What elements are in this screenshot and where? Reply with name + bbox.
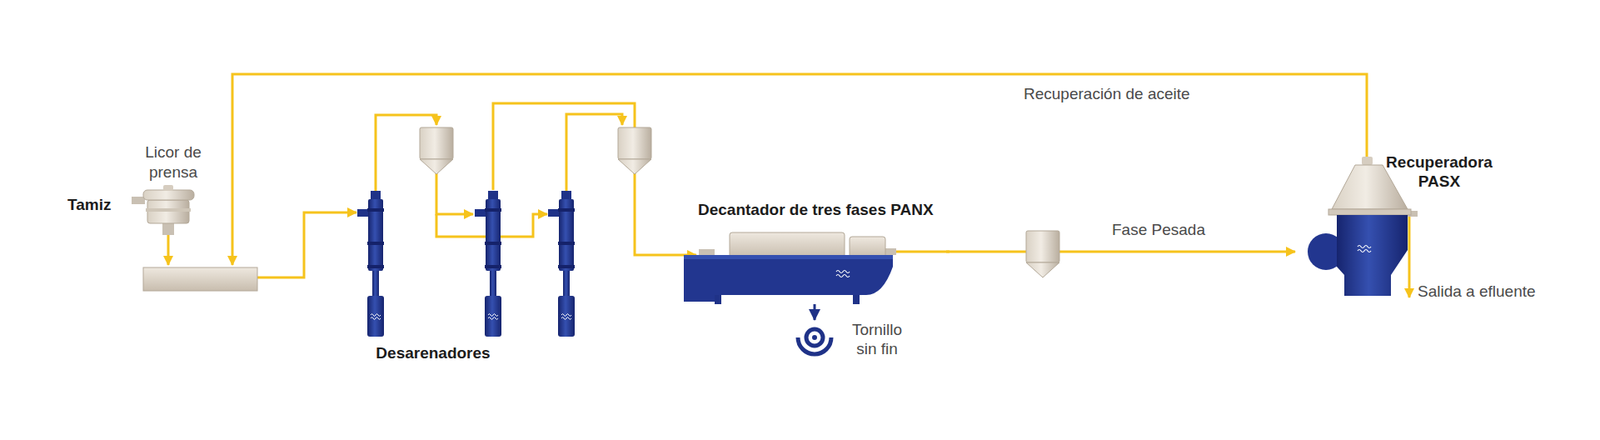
feed-label: Licor de prensa bbox=[123, 142, 224, 183]
equipment-name: Desarenadores bbox=[353, 343, 513, 363]
decanter-cover bbox=[729, 232, 845, 258]
logo-wave bbox=[836, 270, 850, 278]
sieve bbox=[131, 184, 195, 235]
decanter-motor-cover bbox=[849, 236, 886, 258]
desander bbox=[357, 190, 384, 337]
oil-return-pipe bbox=[232, 74, 1367, 265]
equipment-name: Recuperadora PASX bbox=[1385, 152, 1494, 191]
screw-shaft bbox=[812, 334, 818, 340]
separator-band bbox=[1328, 209, 1411, 215]
flow-label: Fase Pesada bbox=[1111, 219, 1206, 240]
outlet-label: Salida a efluente bbox=[1417, 281, 1536, 302]
buffer-tank bbox=[419, 127, 454, 175]
decanter-rim bbox=[683, 254, 893, 260]
equipment-name: Decantador de tres fases PANX bbox=[697, 199, 934, 220]
sieve-node: Tamiz bbox=[64, 184, 203, 237]
pipe bbox=[257, 212, 357, 278]
separator-hood bbox=[1331, 164, 1408, 210]
equipment-name: Tornillo sin fin bbox=[841, 319, 913, 359]
pipe bbox=[167, 234, 170, 265]
equipment-name: Tamiz bbox=[67, 194, 111, 215]
sieve-inlet bbox=[131, 196, 145, 205]
desander bbox=[474, 190, 502, 337]
sieve-knob bbox=[163, 184, 174, 191]
screw-ring bbox=[806, 328, 823, 346]
screw-conveyor-symbol bbox=[797, 328, 832, 354]
collection-tank bbox=[143, 267, 258, 291]
separator bbox=[1307, 156, 1418, 296]
separator-top bbox=[1361, 156, 1373, 165]
screw-conveyor-node: Tornillo sin fin bbox=[792, 319, 917, 365]
desander bbox=[548, 190, 575, 337]
separator-frame bbox=[1336, 214, 1408, 296]
decanter-base bbox=[683, 254, 893, 302]
desander-group: Desarenadores bbox=[353, 189, 516, 367]
pipe bbox=[895, 250, 950, 254]
flow-connector bbox=[493, 103, 697, 255]
flow-connector bbox=[946, 250, 1296, 254]
buffer-tank bbox=[618, 127, 652, 175]
decanter-node: Decantador de tres fases PANX bbox=[696, 198, 947, 305]
decanter bbox=[683, 232, 897, 305]
sieve-lid bbox=[143, 189, 195, 200]
flow-label: Recuperación de aceite bbox=[1023, 84, 1191, 105]
separator-node: Recuperadora PASX bbox=[1295, 149, 1500, 302]
pipe bbox=[436, 173, 474, 215]
pipe bbox=[566, 114, 623, 195]
effluent-pipe bbox=[1408, 214, 1411, 298]
flow-connector bbox=[813, 304, 817, 320]
sieve-band bbox=[145, 208, 191, 212]
logo-wave bbox=[1357, 245, 1371, 253]
buffer-tank bbox=[1026, 230, 1060, 278]
